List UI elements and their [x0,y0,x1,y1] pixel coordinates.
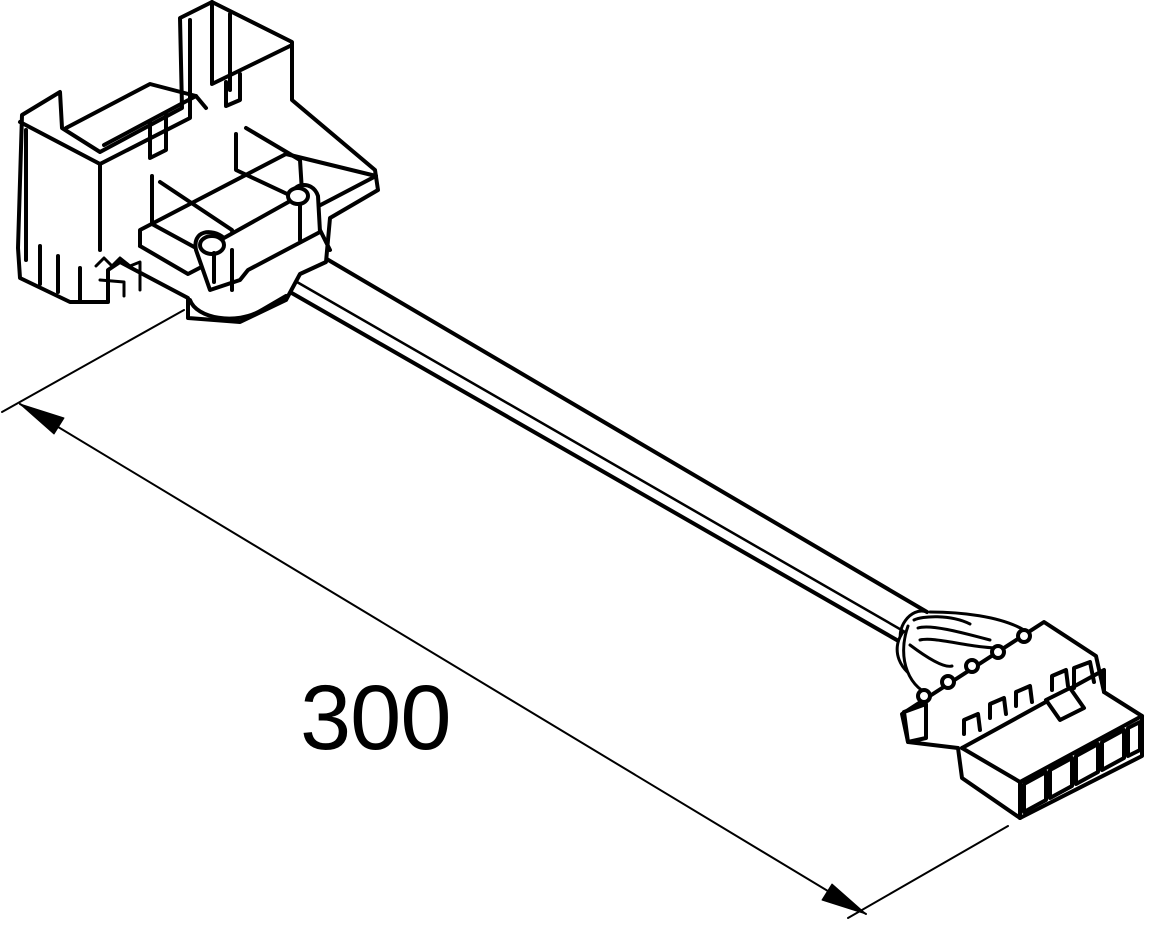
box-connector [16,0,380,324]
dimension-line [19,403,867,915]
dimension-label: 300 [300,667,451,769]
plug-connector [895,610,1144,820]
dimension-line-group [1,309,1009,919]
arrowhead-right [821,883,867,915]
extension-line-left [1,309,185,413]
arrowhead-left [19,403,65,435]
cable [281,256,929,645]
extension-line-right [847,825,1009,919]
